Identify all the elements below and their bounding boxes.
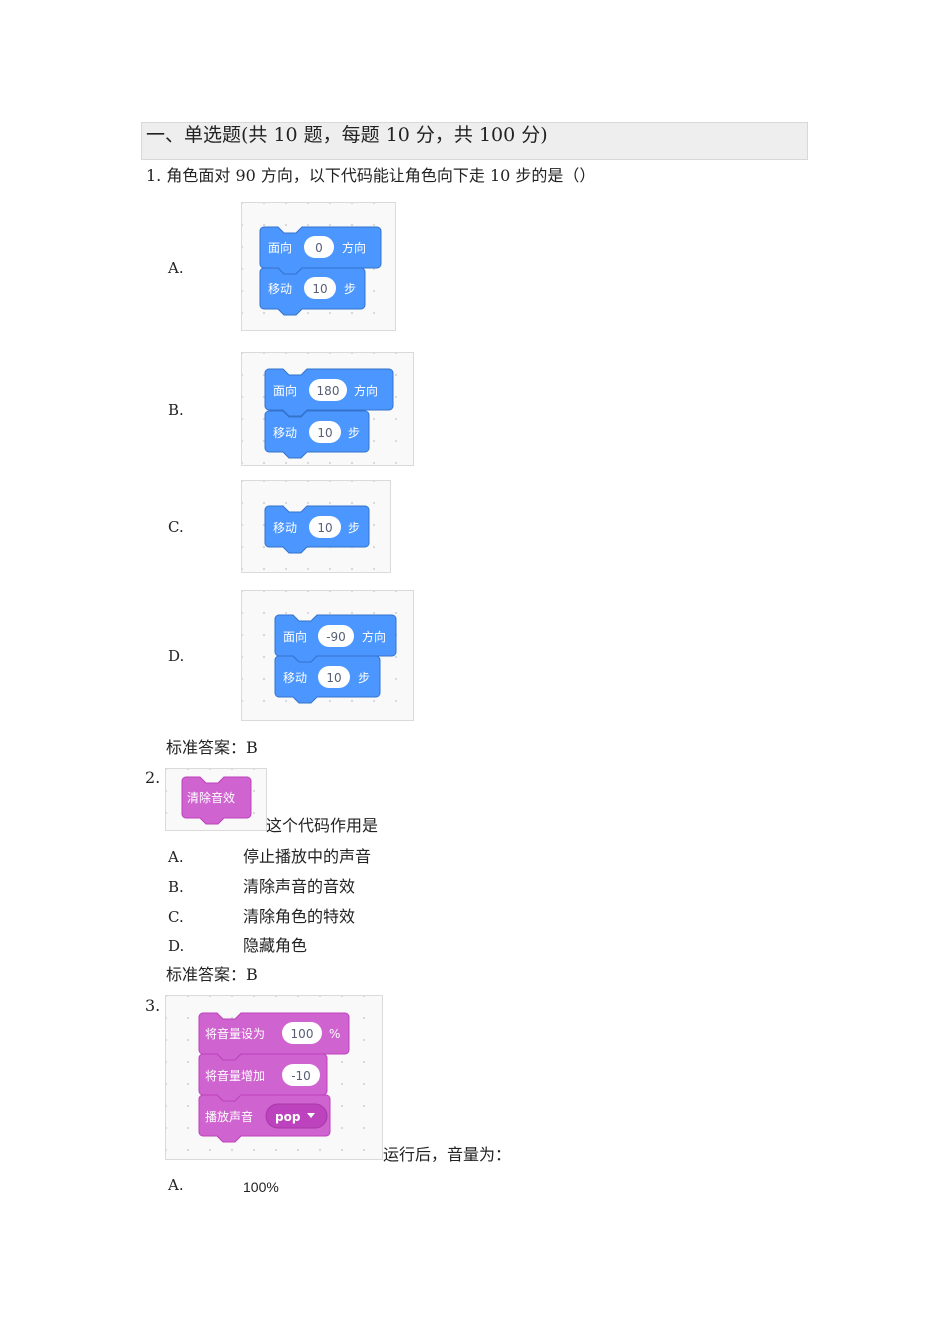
face-label: 面向 [283,629,307,644]
face-value: 0 [315,241,323,255]
face-value: 180 [317,384,340,398]
sound-dropdown-value: pop [275,1110,301,1124]
set-volume-input [282,1022,322,1044]
move-value: 10 [312,282,327,296]
q3-option-a-text: 100% [243,1179,279,1195]
q2-option-c-text: 清除角色的特效 [243,907,356,926]
move-suffix: 步 [344,282,356,296]
q1-answer: 标准答案：B [166,738,258,757]
q1-option-a-letter: A. [168,259,184,277]
q2-option-a-text: 停止播放中的声音 [243,847,372,866]
q1-option-b-letter: B. [168,401,184,419]
section-title: 一、单选题(共 10 题，每题 10 分，共 100 分) [146,124,548,146]
q2-option-d-text: 隐藏角色 [243,936,308,955]
face-value-input [318,625,354,647]
set-volume-value: 100 [291,1027,314,1041]
section-header: 一、单选题(共 10 题，每题 10 分，共 100 分) [141,122,808,160]
face-suffix: 方向 [362,629,386,644]
face-suffix: 方向 [342,240,366,255]
move-value: 10 [326,671,341,685]
move-label: 移动 [268,282,292,296]
q3-block-image: 将音量设为 100 % 将音量增加 -10 播放声音 pop [165,995,383,1160]
question-2-number: 2. [145,768,161,787]
move-value-input [309,516,341,538]
move-label: 移动 [273,521,297,535]
set-volume-suffix: % [329,1027,340,1041]
q2-option-a-letter: A. [168,848,184,866]
move-value: 10 [317,426,332,440]
clear-sound-effects-block [181,776,252,825]
q2-option-b-letter: B. [168,878,184,896]
face-value-input [304,236,334,258]
change-volume-input [282,1064,320,1086]
face-label: 面向 [273,383,297,398]
move-suffix: 步 [348,426,360,440]
q2-option-d-letter: D. [168,937,185,955]
face-value-input [309,379,347,401]
q1-option-a-image: 面向 0 方向 移动 10 步 [241,202,396,331]
q1-option-c-image: 移动 10 步 [241,480,391,573]
face-label: 面向 [268,240,292,255]
move-label: 移动 [273,426,297,440]
set-volume-label: 将音量设为 [205,1026,265,1041]
q1-option-d-image: 面向 -90 方向 移动 10 步 [241,590,414,721]
q1-option-b-image: 面向 180 方向 移动 10 步 [241,352,414,466]
q2-block-image: 清除音效 [165,768,267,831]
face-value: -90 [326,630,346,644]
change-volume-value: -10 [291,1069,311,1083]
change-volume-label: 将音量增加 [205,1068,265,1083]
move-value-input [318,666,350,688]
q3-option-a-letter: A. [168,1176,184,1194]
move-value-input [309,421,341,443]
dropdown-caret-icon [307,1113,315,1118]
face-suffix: 方向 [354,383,378,398]
q2-block-label: 清除音效 [187,790,235,805]
question-3-number: 3. [145,996,161,1015]
q2-answer: 标准答案：B [166,965,258,984]
move-suffix: 步 [348,521,360,535]
q2-option-b-text: 清除声音的音效 [243,877,356,896]
sound-dropdown [265,1103,328,1129]
q1-option-c-letter: C. [168,518,184,536]
move-value-input [304,277,336,299]
move-suffix: 步 [358,671,370,685]
q2-option-c-letter: C. [168,908,184,926]
question-1-text: 1. 角色面对 90 方向，以下代码能让角色向下走 10 步的是（） [146,166,596,185]
question-2-text: 这个代码作用是 [266,816,379,835]
play-sound-label: 播放声音 [205,1109,253,1124]
q1-option-d-letter: D. [168,647,185,665]
question-3-text: 运行后，音量为： [383,1145,512,1164]
move-label: 移动 [283,671,307,685]
move-value: 10 [317,521,332,535]
